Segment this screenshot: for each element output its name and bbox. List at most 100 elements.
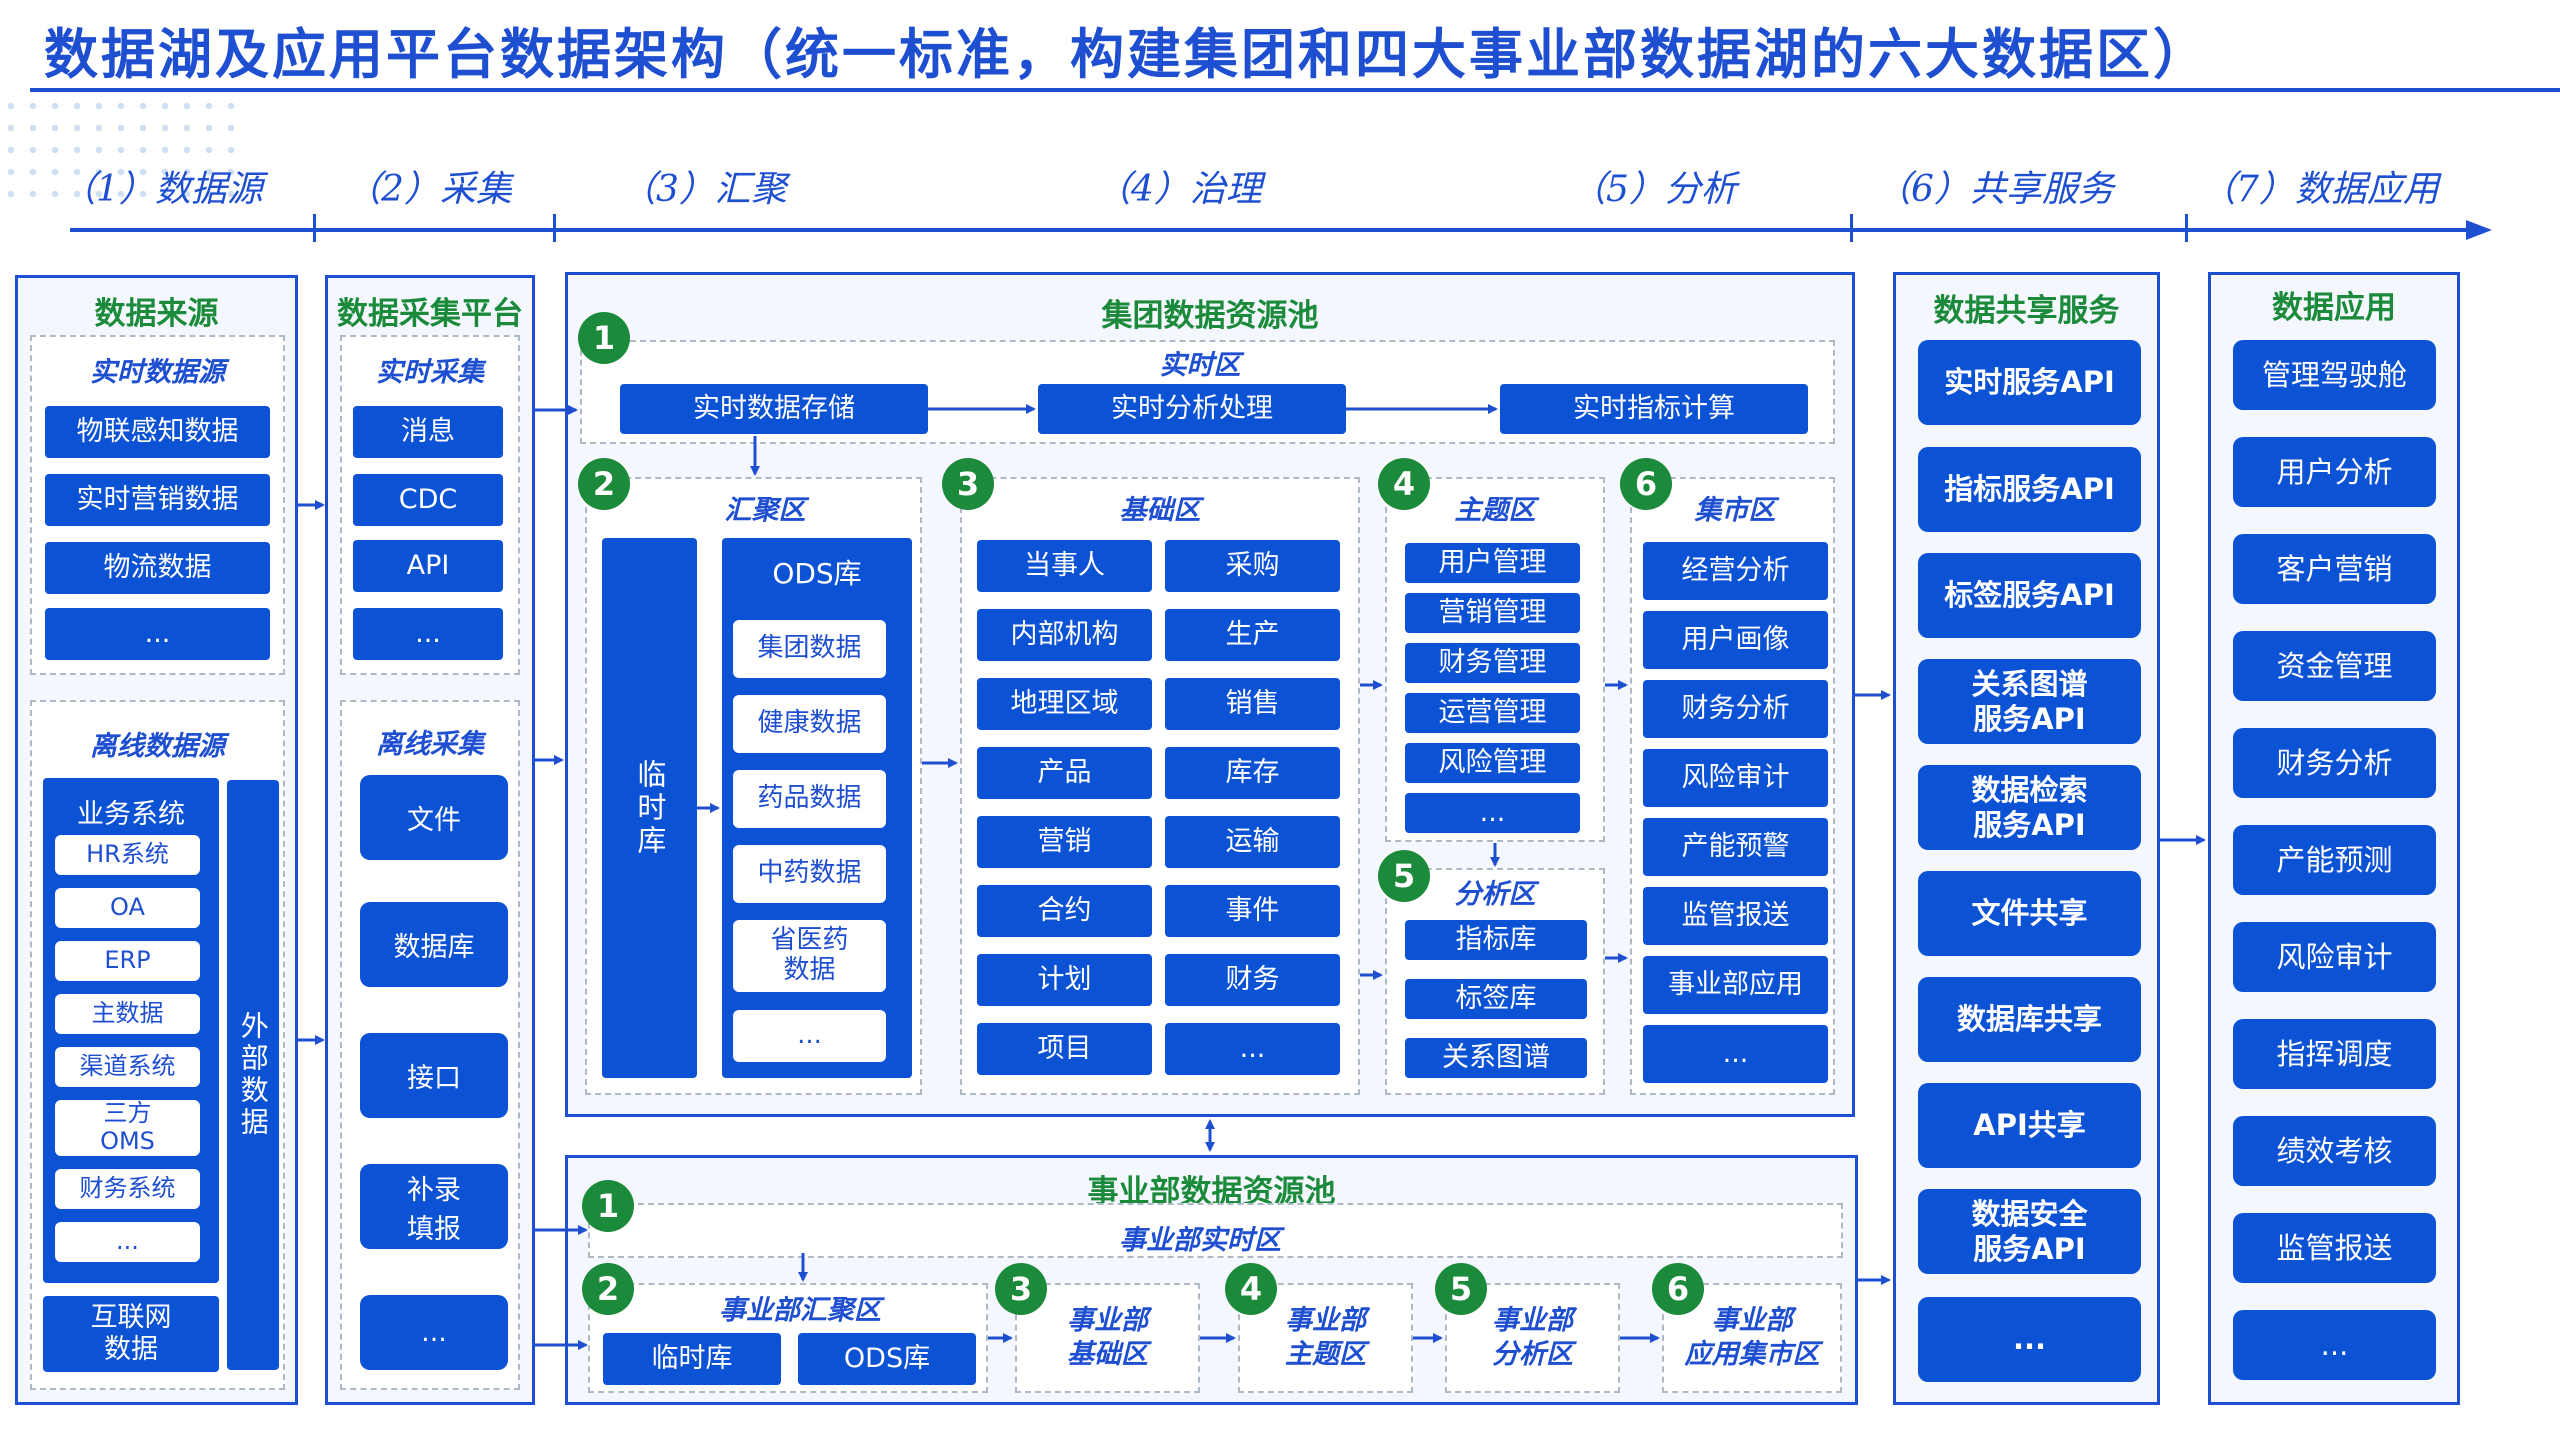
- mart-zone-label: 集市区: [1694, 495, 1776, 526]
- share-service-item: 指标服务API: [1918, 447, 2141, 532]
- mart-zone-item: 事业部应用: [1643, 956, 1828, 1014]
- share-service-item: 关系图谱 服务API: [1918, 659, 2141, 744]
- base-zone-item: 运输: [1165, 816, 1340, 868]
- app-item: 管理驾驶舱: [2233, 340, 2436, 410]
- theme-zone-item: 用户管理: [1405, 543, 1580, 583]
- base-zone-item: 财务: [1165, 954, 1340, 1006]
- ods-item: 健康数据: [733, 695, 886, 753]
- ods-store-label: ODS库: [772, 557, 862, 590]
- app-item: 风险审计: [2233, 922, 2436, 992]
- share-service-item: 数据库共享: [1918, 977, 2141, 1062]
- zone-badge: 2: [582, 1263, 634, 1315]
- theme-zone-item: 运营管理: [1405, 693, 1580, 733]
- mart-zone-item: 财务分析: [1643, 680, 1828, 738]
- business-system-item: 渠道系统: [55, 1047, 200, 1087]
- analysis-zone-label: 分析区: [1454, 879, 1536, 910]
- analysis-zone-item: 关系图谱: [1405, 1038, 1587, 1078]
- business-system-item: ...: [55, 1222, 200, 1262]
- business-system-item: 主数据: [55, 994, 200, 1034]
- ods-item: 中药数据: [733, 845, 886, 903]
- theme-zone-item: 财务管理: [1405, 643, 1580, 683]
- zone-badge: 3: [995, 1263, 1047, 1315]
- zone-badge: 2: [578, 458, 630, 510]
- base-zone-grid: 当事人 采购 内部机构 生产 地理区域 销售 产品 库存 营销 运输 合约 事件…: [975, 540, 1345, 1080]
- base-zone-label: 基础区: [1119, 495, 1201, 526]
- bu-zone: [1015, 1283, 1200, 1393]
- realtime-zone-item: 实时指标计算: [1500, 384, 1808, 434]
- app-item: 用户分析: [2233, 437, 2436, 507]
- bu-realtime-zone: [588, 1203, 1843, 1258]
- base-zone-item: 计划: [977, 954, 1152, 1006]
- stage-label: （7）数据应用: [2200, 169, 2439, 210]
- zone-badge: 6: [1652, 1263, 1704, 1315]
- share-service-item: 数据安全 服务API: [1918, 1189, 2141, 1274]
- analysis-zone-item: 指标库: [1405, 920, 1587, 960]
- bu-aggregation-label: 事业部汇聚区: [719, 1295, 881, 1326]
- base-zone-item: 库存: [1165, 747, 1340, 799]
- app-item: 监管报送: [2233, 1213, 2436, 1283]
- stage-label: （1）数据源: [60, 169, 263, 210]
- base-zone-item: 销售: [1165, 678, 1340, 730]
- source-item: 物联感知数据: [45, 406, 270, 458]
- zone-badge: 4: [1378, 458, 1430, 510]
- stage-label: （3）汇聚: [620, 169, 787, 210]
- share-title: 数据共享服务: [1933, 293, 2120, 329]
- offline-source-label: 离线数据源: [90, 731, 225, 762]
- business-system-item: 三方 OMS: [55, 1100, 200, 1156]
- zone-badge: 6: [1620, 458, 1672, 510]
- base-zone-item: 合约: [977, 885, 1152, 937]
- zone-badge: 1: [578, 312, 630, 364]
- realtime-zone-label: 实时区: [1159, 350, 1241, 381]
- source-title: 数据来源: [94, 296, 219, 332]
- zone-badge: 4: [1225, 1263, 1277, 1315]
- title-underline: [30, 88, 2560, 92]
- external-data: 外部数据: [227, 780, 279, 1370]
- app-item: 客户营销: [2233, 534, 2436, 604]
- page-title: 数据湖及应用平台数据架构（统一标准，构建集团和四大事业部数据湖的六大数据区）: [44, 23, 2210, 86]
- theme-zone-label: 主题区: [1454, 495, 1536, 526]
- timeline-tick: [1850, 214, 1853, 242]
- decorative-dots: [0, 95, 240, 205]
- realtime-source-label: 实时数据源: [90, 357, 225, 388]
- mart-zone-item: 产能预警: [1643, 818, 1828, 876]
- share-service-item: 标签服务API: [1918, 553, 2141, 638]
- base-zone-item: 当事人: [977, 540, 1152, 592]
- app-item: 产能预测: [2233, 825, 2436, 895]
- business-system-item: 财务系统: [55, 1169, 200, 1209]
- collect-item: CDC: [353, 474, 503, 526]
- realtime-zone-item: 实时数据存储: [620, 384, 928, 434]
- collect-item: 接口: [360, 1033, 508, 1118]
- timeline-arrow-icon: [2466, 220, 2492, 240]
- bu-zone-label: 事业部 主题区: [1285, 1305, 1366, 1370]
- internet-data: 互联网 数据: [43, 1296, 219, 1372]
- stage-label: （5）分析: [1570, 169, 1737, 210]
- zone-badge: 5: [1435, 1263, 1487, 1315]
- bu-zone-label: 事业部 基础区: [1067, 1305, 1148, 1370]
- analysis-zone-item: 标签库: [1405, 979, 1587, 1019]
- bu-aggregation-item: ODS库: [798, 1333, 976, 1385]
- app-item: ...: [2233, 1310, 2436, 1380]
- share-service-item: 数据检索 服务API: [1918, 765, 2141, 850]
- offline-collect-label: 离线采集: [376, 729, 484, 760]
- bu-pool-panel: [565, 1155, 1858, 1405]
- base-zone-item: 采购: [1165, 540, 1340, 592]
- stage-label: （4）治理: [1095, 169, 1262, 210]
- base-zone-item: 营销: [977, 816, 1152, 868]
- timeline-tick: [553, 214, 556, 242]
- mart-zone-item: 经营分析: [1643, 542, 1828, 600]
- base-zone-item: 产品: [977, 747, 1152, 799]
- share-service-item: API共享: [1918, 1083, 2141, 1168]
- ods-item: 省医药 数据: [733, 920, 886, 992]
- source-item: ...: [45, 608, 270, 660]
- stage-label: （2）采集: [345, 169, 512, 210]
- base-zone-item: 事件: [1165, 885, 1340, 937]
- app-item: 财务分析: [2233, 728, 2436, 798]
- share-service-item: ...: [1918, 1297, 2141, 1382]
- mart-zone-item: 风险审计: [1643, 749, 1828, 807]
- collect-item: 补录 填报: [360, 1164, 508, 1249]
- collect-item: 数据库: [360, 902, 508, 987]
- business-system-label: 业务系统: [77, 799, 185, 830]
- theme-zone-item: ...: [1405, 793, 1580, 833]
- stage-timeline: [70, 228, 2470, 232]
- app-item: 资金管理: [2233, 631, 2436, 701]
